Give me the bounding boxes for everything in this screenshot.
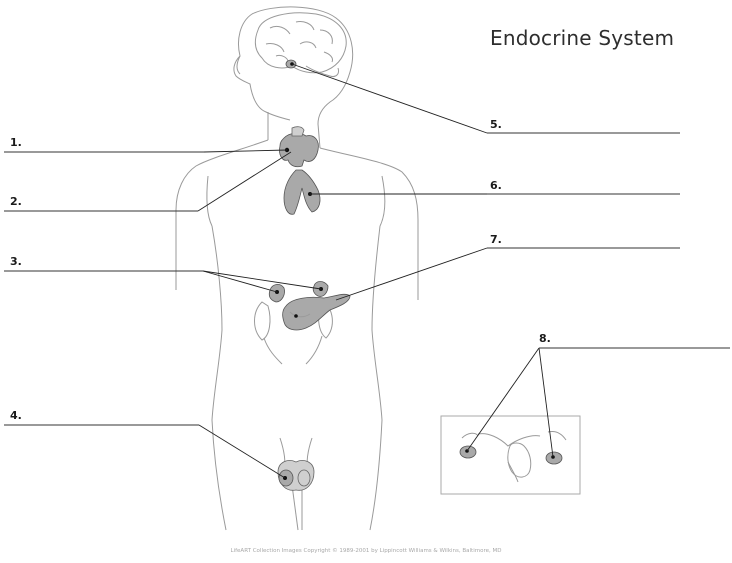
leader-8b — [538, 347, 554, 458]
label-number-8: 8. — [539, 332, 551, 345]
leader-7 — [335, 247, 488, 301]
ovary-inset — [440, 415, 581, 495]
diagram-title: Endocrine System — [490, 26, 675, 50]
label-number-4: 4. — [10, 409, 22, 422]
leader-5 — [291, 63, 488, 134]
thymus-gland — [283, 169, 321, 215]
label-number-3: 3. — [10, 255, 22, 268]
testes — [277, 437, 315, 491]
leader-8a — [466, 347, 540, 452]
pancreas — [282, 293, 351, 331]
label-number-7: 7. — [490, 233, 502, 246]
body-outline — [175, 6, 419, 531]
label-number-1: 1. — [10, 136, 22, 149]
brain — [254, 12, 347, 77]
leader-lines — [197, 63, 554, 479]
answer-lines — [4, 132, 730, 426]
leader-3a — [202, 270, 278, 293]
leader-1 — [203, 149, 288, 153]
label-number-2: 2. — [10, 195, 22, 208]
copyright-notice: LifeART Collection Images Copyright © 19… — [230, 548, 502, 554]
label-number-5: 5. — [490, 118, 502, 131]
adrenal-glands — [268, 281, 329, 303]
thyroid-gland — [279, 126, 319, 168]
leader-3b — [202, 270, 322, 290]
pituitary-gland — [285, 59, 297, 69]
leader-2 — [197, 151, 292, 212]
label-number-6: 6. — [490, 179, 502, 192]
leader-4 — [198, 424, 286, 479]
